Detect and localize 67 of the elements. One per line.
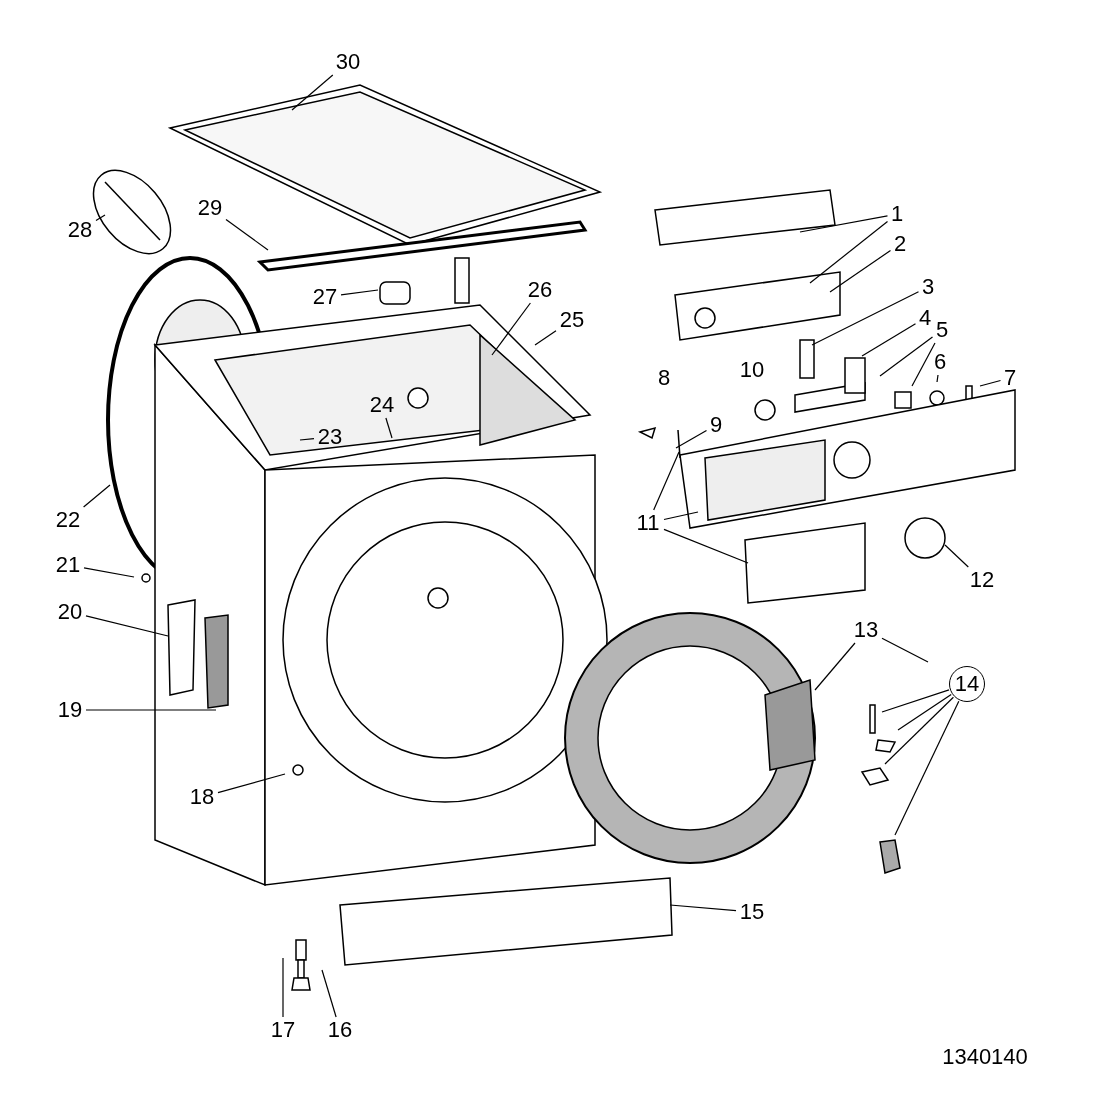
leader-line [653,451,680,511]
leader-line [884,696,954,765]
leader-line [979,379,1002,387]
drawing-number: 1340140 [942,1045,1028,1069]
leader-line [95,214,106,221]
callout-number: 25 [559,308,585,332]
callout-number: 17 [270,1018,296,1042]
callout-number: 11 [636,511,660,535]
leader-line [894,700,960,836]
callout-number: 24 [369,393,395,417]
leader-line [83,484,111,508]
leader-line [299,438,315,441]
callout-number: 8 [657,366,671,390]
leader-line [663,528,749,564]
leader-line [936,374,939,383]
callout-number: 27 [312,285,338,309]
callout-number: 4 [918,306,932,330]
leader-line [881,689,950,713]
callout-number: 18 [189,785,215,809]
leader-line [663,511,699,521]
callout-number: 6 [933,350,947,374]
circled-callout-number: 14 [949,666,985,702]
leader-line [861,323,917,357]
leader-line [534,330,557,346]
leader-line [881,637,929,663]
callout-number: 7 [1003,366,1017,390]
leader-line [911,342,936,387]
callout-number: 3 [921,275,935,299]
callout-number: 30 [335,50,361,74]
callout-number: 21 [55,553,81,577]
callout-number: 22 [55,508,81,532]
callout-number: 16 [327,1018,353,1042]
leader-line [814,642,856,691]
leader-line [879,336,934,377]
leader-line [944,544,969,568]
callout-number: 20 [57,600,83,624]
callout-number: 28 [67,218,93,242]
leader-line [217,773,286,794]
callout-number: 15 [739,900,765,924]
leader-line [811,291,920,346]
leader-line [491,302,531,356]
callout-number: 26 [527,278,553,302]
leader-line [829,249,892,293]
callout-number: 29 [197,196,223,220]
leader-line [282,957,284,1018]
leader-line [225,219,269,251]
leader-line [291,74,334,111]
callout-number: 23 [317,425,343,449]
leader-line [83,567,135,578]
leader-line [321,969,337,1018]
leader-line [340,289,379,296]
leader-line [675,429,708,449]
callout-number: 2 [893,232,907,256]
callout-number: 9 [709,413,723,437]
callout-number: 13 [853,618,879,642]
leader-line [669,904,737,912]
callout-number: 1 [890,202,904,226]
callout-number: 19 [57,698,83,722]
callout-number: 10 [739,358,765,382]
leader-line [85,709,217,711]
leader-line [385,417,393,439]
callout-number: 12 [969,568,995,592]
leader-line [809,220,889,284]
leader-line [799,215,889,233]
callout-number: 5 [935,318,949,342]
leader-line [897,693,952,731]
leader-line [85,615,169,637]
